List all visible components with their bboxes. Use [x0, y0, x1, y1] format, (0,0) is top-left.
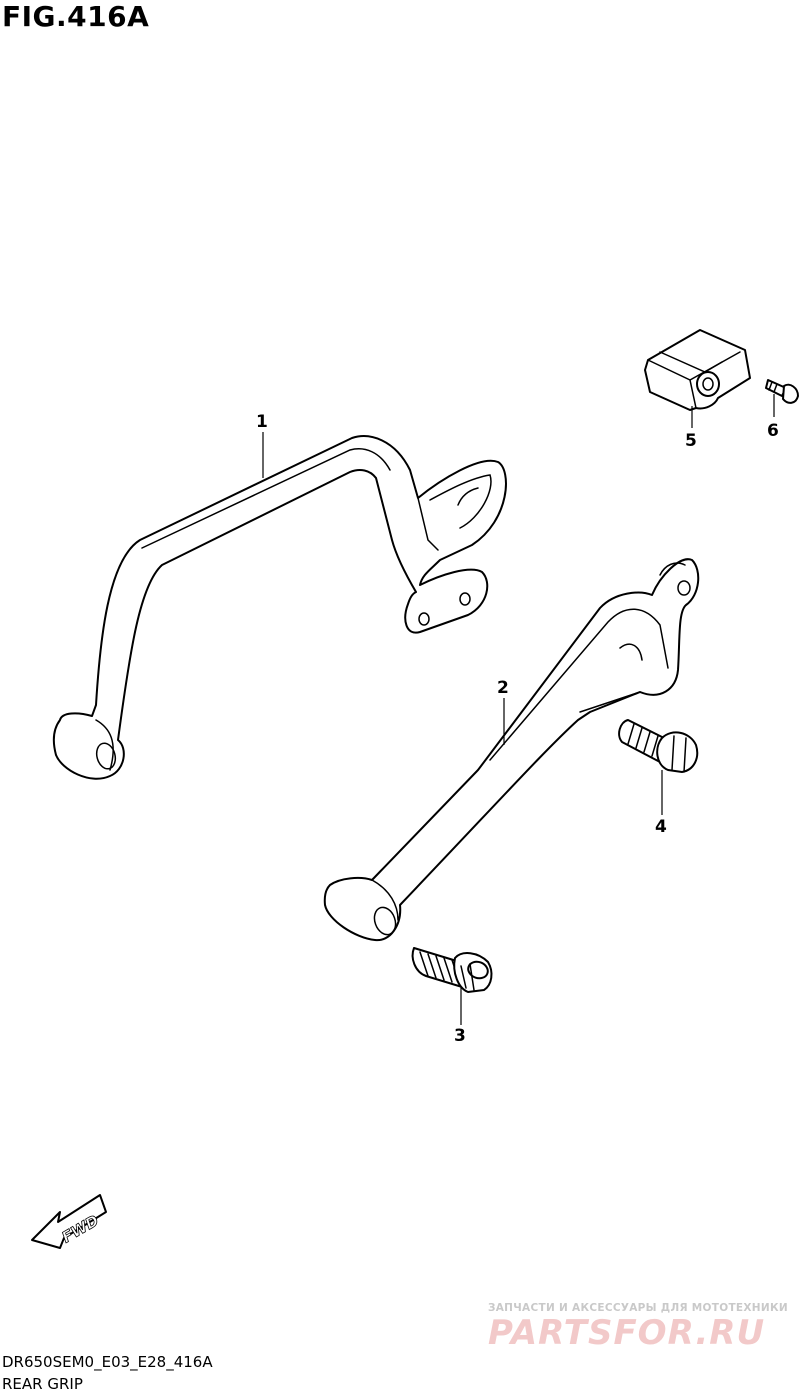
- part-3-socket-bolt[interactable]: [411, 947, 493, 993]
- part-6-screw[interactable]: [765, 379, 799, 404]
- figure-name: REAR GRIP: [2, 1375, 83, 1393]
- leader-lines: [262, 394, 775, 1025]
- callout-4: 4: [655, 817, 667, 837]
- callout-5: 5: [685, 431, 697, 451]
- part-4-hex-bolt[interactable]: [618, 719, 699, 773]
- part-5-cushion[interactable]: [644, 329, 751, 411]
- watermark-logo: PARTSFOR.RU: [488, 1313, 766, 1353]
- callout-1: 1: [256, 412, 268, 432]
- fwd-arrow-icon: FWD: [31, 1194, 107, 1249]
- part-1-rear-grip-left[interactable]: [52, 435, 507, 780]
- callout-6: 6: [767, 421, 779, 441]
- part-2-rear-grip-right[interactable]: [323, 558, 700, 942]
- callout-2: 2: [497, 678, 509, 698]
- callout-3: 3: [454, 1026, 466, 1046]
- figure-title: FIG.416A: [2, 0, 150, 33]
- figure-code: DR650SEM0_E03_E28_416A: [2, 1353, 213, 1371]
- watermark-tagline: ЗАПЧАСТИ И АКСЕССУАРЫ ДЛЯ МОТОТЕХНИКИ: [488, 1302, 788, 1314]
